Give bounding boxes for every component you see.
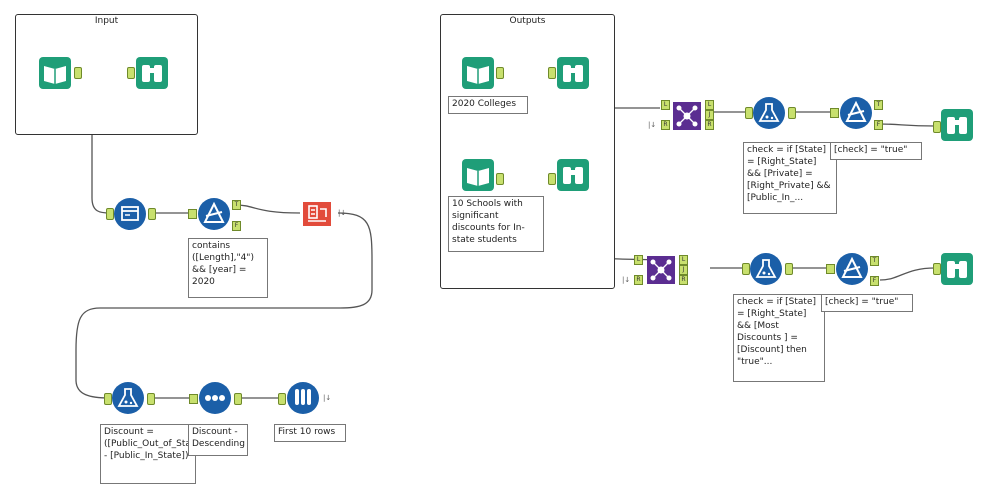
input-anchor[interactable] — [745, 107, 753, 119]
output-anchor[interactable] — [496, 67, 504, 79]
input-anchor[interactable] — [933, 263, 941, 275]
text-to-columns-tool[interactable] — [300, 197, 334, 231]
input-container-title: Input — [94, 16, 119, 26]
output-anchor[interactable] — [148, 208, 156, 220]
filter-false-anchor[interactable]: F — [232, 221, 241, 231]
output-connection-indicator: |↓ — [338, 209, 347, 217]
filter-icon — [198, 198, 230, 230]
input-anchor[interactable] — [104, 393, 112, 405]
binoculars-icon — [557, 159, 589, 191]
outputs-container-title: Outputs — [509, 16, 546, 26]
input-anchor[interactable] — [278, 393, 286, 405]
filter-tool[interactable] — [839, 96, 873, 130]
filter-true-anchor[interactable]: T — [232, 200, 241, 210]
input-anchor[interactable] — [548, 67, 556, 79]
tubes-icon — [287, 382, 319, 414]
output-connection-indicator: |↓ — [323, 394, 332, 402]
sort-icon — [199, 382, 231, 414]
formula-annotation: check = if [State] = [Right_State] && [P… — [743, 142, 837, 214]
browse-tool[interactable] — [940, 252, 974, 286]
browse-tool[interactable] — [556, 56, 590, 90]
input-anchor[interactable] — [548, 173, 556, 185]
filter-icon — [840, 97, 872, 129]
input-annotation: 2020 Colleges — [448, 96, 528, 114]
browse-tool[interactable] — [556, 158, 590, 192]
input-data-tool[interactable] — [38, 56, 72, 90]
input-anchor[interactable] — [188, 209, 197, 219]
input-anchor[interactable] — [106, 208, 114, 220]
join-r-output[interactable]: R — [705, 120, 714, 130]
output-anchor[interactable] — [496, 173, 504, 185]
binoculars-icon — [941, 109, 973, 141]
input-annotation: 10 Schools with significant discounts fo… — [448, 196, 544, 252]
join-right-anchor[interactable]: R — [634, 275, 643, 285]
filter-annotation: [check] = "true" — [821, 294, 913, 312]
join-left-anchor[interactable]: L — [661, 100, 670, 110]
data-cleansing-tool[interactable] — [113, 197, 147, 231]
join-left-anchor[interactable]: L — [634, 255, 643, 265]
binoculars-icon — [941, 253, 973, 285]
sort-tool[interactable] — [198, 381, 232, 415]
book-icon — [462, 159, 494, 191]
formula-tool[interactable] — [111, 381, 145, 415]
binoculars-icon — [557, 57, 589, 89]
output-anchor[interactable] — [788, 107, 796, 119]
filter-false-anchor[interactable]: F — [874, 120, 883, 130]
binoculars-icon — [136, 57, 168, 89]
filter-icon — [836, 253, 868, 285]
formula-annotation: Discount = ([Public_Out_of_State] - [Pub… — [100, 424, 196, 484]
browse-tool[interactable] — [940, 108, 974, 142]
input-anchor[interactable] — [189, 394, 198, 404]
input-anchor[interactable] — [933, 121, 941, 133]
input-anchor[interactable] — [830, 108, 839, 118]
formula-tool[interactable] — [749, 252, 783, 286]
sample-tool[interactable] — [286, 381, 320, 415]
flask-icon — [753, 97, 785, 129]
input-anchor[interactable] — [826, 264, 835, 274]
join-j-output[interactable]: J — [679, 265, 688, 275]
input-anchor[interactable] — [127, 67, 135, 79]
book-icon — [39, 57, 71, 89]
parse-icon — [303, 202, 331, 226]
filter-true-anchor[interactable]: T — [874, 100, 883, 110]
join-j-output[interactable]: J — [705, 110, 714, 120]
input-data-tool[interactable] — [461, 56, 495, 90]
flask-icon — [112, 382, 144, 414]
join-connection-indicator: |↓ — [648, 121, 657, 129]
join-l-output[interactable]: L — [705, 100, 714, 110]
join-icon — [647, 256, 675, 284]
book-icon — [462, 57, 494, 89]
join-r-output[interactable]: R — [679, 275, 688, 285]
join-l-output[interactable]: L — [679, 255, 688, 265]
filter-tool[interactable] — [835, 252, 869, 286]
flask-icon — [750, 253, 782, 285]
browse-tool[interactable] — [135, 56, 169, 90]
sample-annotation: First 10 rows — [274, 424, 346, 442]
output-anchor[interactable] — [785, 263, 793, 275]
filter-tool[interactable] — [197, 197, 231, 231]
formula-annotation: check = if [State] = [Right_State] && [M… — [733, 294, 825, 382]
input-data-tool[interactable] — [461, 158, 495, 192]
output-anchor[interactable] — [147, 393, 155, 405]
window-icon — [114, 198, 146, 230]
join-tool[interactable] — [644, 253, 678, 287]
filter-annotation: contains ([Length],"4") && [year] = 2020 — [188, 238, 268, 298]
join-connection-indicator: |↓ — [622, 276, 631, 284]
join-tool[interactable] — [670, 99, 704, 133]
filter-false-anchor[interactable]: F — [870, 276, 879, 286]
formula-tool[interactable] — [752, 96, 786, 130]
input-anchor[interactable] — [742, 263, 750, 275]
sort-annotation: Discount - Descending — [188, 424, 248, 456]
filter-true-anchor[interactable]: T — [870, 256, 879, 266]
join-icon — [673, 102, 701, 130]
join-right-anchor[interactable]: R — [661, 120, 670, 130]
output-anchor[interactable] — [234, 393, 242, 405]
filter-annotation: [check] = "true" — [830, 142, 922, 160]
output-anchor[interactable] — [74, 67, 82, 79]
